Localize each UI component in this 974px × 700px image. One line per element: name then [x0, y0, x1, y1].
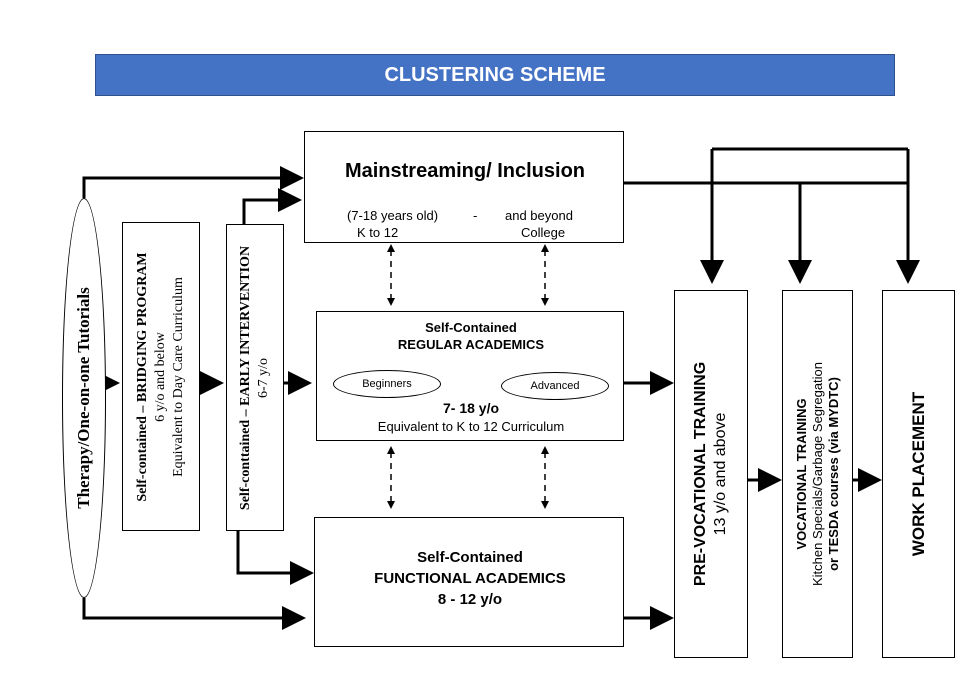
- functional-title-2: FUNCTIONAL ACADEMICS: [374, 570, 566, 587]
- mainstreaming-box: Mainstreaming/ Inclusion (7-18 years old…: [304, 131, 624, 243]
- voc-title: VOCATIONAL TRAINING: [793, 398, 809, 550]
- arrow-early-to-functional: [236, 531, 314, 585]
- diagram-title: CLUSTERING SCHEME: [95, 54, 895, 96]
- early-age: 6-7 y/o: [256, 357, 271, 398]
- regular-title-1: Self-Contained: [425, 320, 517, 335]
- functional-age: 8 - 12 y/o: [437, 591, 503, 608]
- mainstream-dash: -: [473, 208, 478, 223]
- functional-academics-box: Self-Contained FUNCTIONAL ACADEMICS 8 - …: [314, 517, 624, 647]
- arrow-early-to-mainstream: [242, 188, 302, 224]
- bridging-program-box: Self-contained – BRIDGING PROGRAM 6 y/o …: [122, 222, 200, 531]
- bridging-title: Self-contained – BRIDGING PROGRAM: [135, 251, 150, 502]
- regular-title-2: REGULAR ACADEMICS: [397, 337, 545, 352]
- beginners-node: Beginners: [333, 370, 441, 398]
- advanced-node: Advanced: [501, 372, 609, 400]
- work-placement-box: WORK PLACEMENT: [882, 290, 955, 658]
- therapy-node: Therapy/One-on-one Tutorials: [62, 198, 106, 598]
- work-title: WORK PLACEMENT: [908, 391, 928, 557]
- bridging-curriculum: Equivalent to Day Care Curriculum: [171, 276, 186, 477]
- vocational-box: VOCATIONAL TRAINING Kitchen Specials/Gar…: [782, 290, 853, 658]
- early-title: Self-conttained – EARLY INTERVENTION: [238, 245, 253, 510]
- mainstream-level-right: College: [521, 225, 566, 240]
- mainstream-age-right: and beyond: [505, 208, 573, 223]
- prevocational-box: PRE-VOCATIONAL TRAINING 13 y/o and above: [674, 290, 748, 658]
- voc-line3: or TESDA courses (via MYDTC): [825, 377, 841, 571]
- early-intervention-box: Self-conttained – EARLY INTERVENTION 6-7…: [226, 224, 284, 531]
- functional-title-1: Self-Contained: [417, 549, 523, 566]
- therapy-label: Therapy/One-on-one Tutorials: [74, 287, 93, 509]
- regular-age: 7- 18 y/o: [442, 400, 500, 416]
- bridging-age: 6 y/o and below: [153, 331, 168, 422]
- prevoc-age: 13 y/o and above: [712, 412, 729, 536]
- mainstream-title: Mainstreaming/ Inclusion: [344, 160, 586, 182]
- regular-curriculum: Equivalent to K to 12 Curriculum: [377, 419, 565, 434]
- mainstream-age-left: (7-18 years old): [347, 208, 439, 223]
- arrow-therapy-to-functional: [82, 598, 306, 630]
- regular-academics-box: Self-Contained REGULAR ACADEMICS Beginne…: [316, 311, 624, 441]
- mainstream-level-left: K to 12: [357, 225, 399, 240]
- voc-line2: Kitchen Specials/Garbage Segregation: [809, 361, 825, 587]
- arrow-therapy-to-mainstream: [82, 166, 304, 198]
- prevoc-title: PRE-VOCATIONAL TRAINING: [692, 361, 709, 587]
